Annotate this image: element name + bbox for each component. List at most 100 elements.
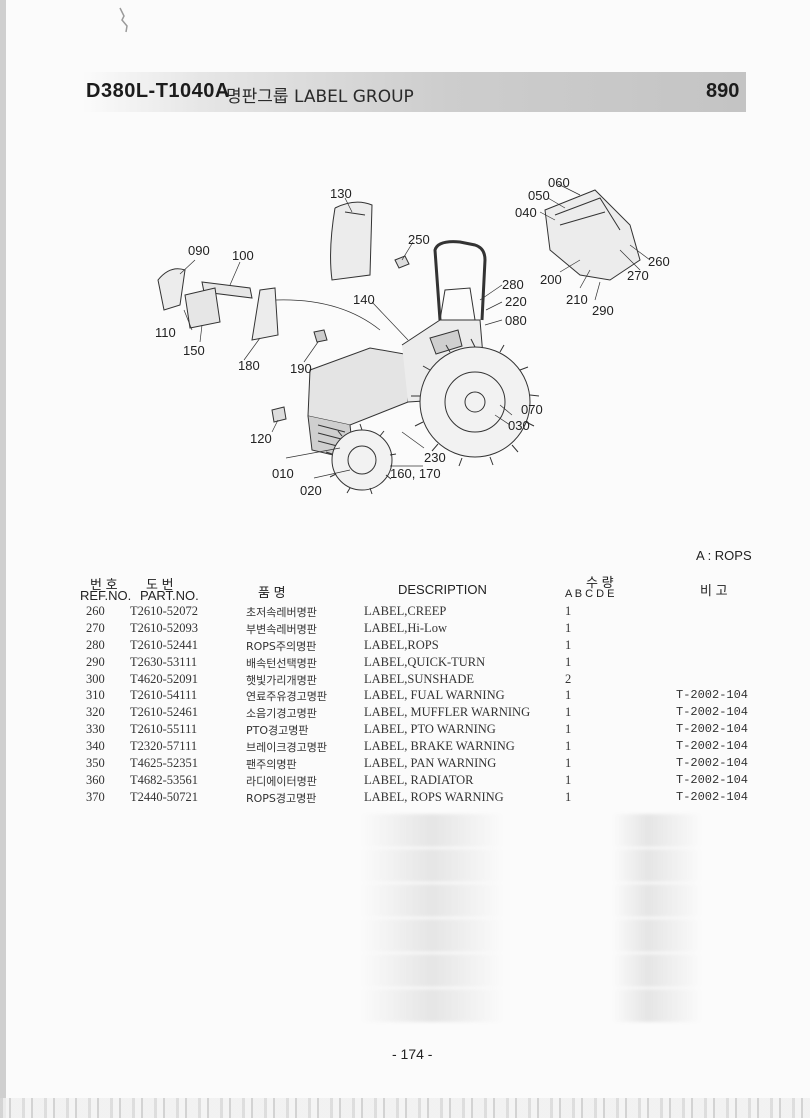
col-qty-kr: 수 량 [586,575,614,590]
cell-qty: 1 [565,620,572,635]
cell-remarks: T-2002-104 [676,739,749,754]
front-wheel [331,429,393,491]
callout-110: 110 [155,325,176,340]
cell-remarks: T-2002-104 [676,789,749,804]
callout-080: 080 [505,313,527,328]
cell-description: LABEL,SUNSHADE [364,671,475,686]
callout-020: 020 [300,483,322,498]
part-130-label [330,201,373,281]
cell-part: T2610-52441 [130,637,199,652]
callout-210: 210 [566,292,588,307]
callout-230: 230 [424,450,446,465]
cell-name-kr: 연료주유경고명판 [246,690,327,704]
callout-220: 220 [505,294,527,309]
cell-ref: 290 [86,654,105,669]
cell-ref: 330 [86,722,105,737]
callout-270: 270 [627,268,649,283]
col-qty-cols: A B C D E [565,588,615,600]
cell-qty: 1 [565,789,572,804]
callout-150: 150 [183,343,205,358]
cell-qty: 2 [565,671,572,686]
cell-qty: 1 [565,705,572,720]
part-090-panel [157,268,186,311]
part-150-plate [184,287,221,329]
callout-050: 050 [528,188,550,203]
show-through-text [360,814,720,1022]
callout-130: 130 [330,186,352,201]
group-number: 890 [706,80,740,102]
cell-qty: 1 [565,772,572,787]
cell-name-kr: 부변속레버명판 [246,622,317,636]
part-100-bracket [201,281,253,299]
cell-remarks: T-2002-104 [676,688,749,703]
cell-part: T2610-52461 [130,705,199,720]
cell-part: T4620-52091 [130,671,199,686]
cell-ref: 320 [86,705,105,720]
cell-description: LABEL, PTO WARNING [364,722,496,737]
cell-description: LABEL, RADIATOR [364,772,474,787]
cell-qty: 1 [565,654,572,669]
part-side-assembly [544,189,641,281]
cell-ref: 340 [86,739,105,754]
header-bar [82,72,746,112]
cell-name-kr: 브레이크경고명판 [246,741,327,755]
cell-name-kr: ROPS경고명판 [246,791,317,805]
rops-frame [433,240,487,321]
cell-part: T2320-57111 [130,739,198,754]
callout-010: 010 [272,466,294,481]
scan-speck [119,7,128,33]
cell-part: T2440-50721 [130,789,199,804]
callout-190: 190 [290,361,312,376]
col-ref-en: REF.NO. [80,588,132,603]
part-190-switch [313,329,328,343]
cell-part: T2610-52072 [130,604,199,618]
table-row: 370 T2440-50721 ROPS경고명판 LABEL, ROPS WARNIN… [0,790,810,807]
scan-artifact-strip [0,1098,810,1118]
cell-name-kr: 초저속레버명판 [246,606,317,619]
col-description: DESCRIPTION [398,582,487,597]
callout-290: 290 [592,303,614,318]
col-ref-kr: 번 호 [90,577,118,592]
cell-ref: 370 [86,789,105,804]
cell-qty: 1 [565,756,572,771]
cell-part: T2610-52093 [130,620,199,635]
cell-description: LABEL,ROPS [364,637,439,652]
cell-remarks: T-2002-104 [676,722,749,737]
part-120-label [271,406,287,423]
group-title: 명판그룹 LABEL GROUP [226,87,414,107]
applicability-note: A : ROPS [696,548,752,563]
cell-ref: 260 [86,604,105,618]
cell-ref: 270 [86,620,105,635]
cell-remarks: T-2002-104 [676,705,749,720]
cell-description: LABEL, PAN WARNING [364,756,497,771]
cell-description: LABEL, FUAL WARNING [364,688,505,703]
table-row: 310 T2610-54111 연료주유경고명판 LABEL, FUAL WARNIN… [0,688,810,705]
cell-name-kr: 햇빛가리개명판 [246,673,317,687]
col-part-en: PART.NO. [140,588,199,603]
rear-wheel [419,346,531,458]
callout-070: 070 [521,402,543,417]
cell-description: LABEL,CREEP [364,604,447,618]
cell-description: LABEL, MUFFLER WARNING [364,705,531,720]
cell-ref: 310 [86,688,105,703]
cell-description: LABEL, ROPS WARNING [364,789,504,804]
cell-part: T2610-54111 [130,688,198,703]
cell-ref: 280 [86,637,105,652]
callout-060: 060 [548,175,570,190]
cell-part: T4625-52351 [130,756,199,771]
callout-040: 040 [515,205,537,220]
callout-200: 200 [540,272,562,287]
cell-name-kr: PTO경고명판 [246,724,309,738]
callout-120: 120 [250,431,272,446]
cell-ref: 350 [86,756,105,771]
cell-qty: 1 [565,722,572,737]
cell-description: LABEL,QUICK-TURN [364,654,486,669]
part-180-label [251,287,279,341]
